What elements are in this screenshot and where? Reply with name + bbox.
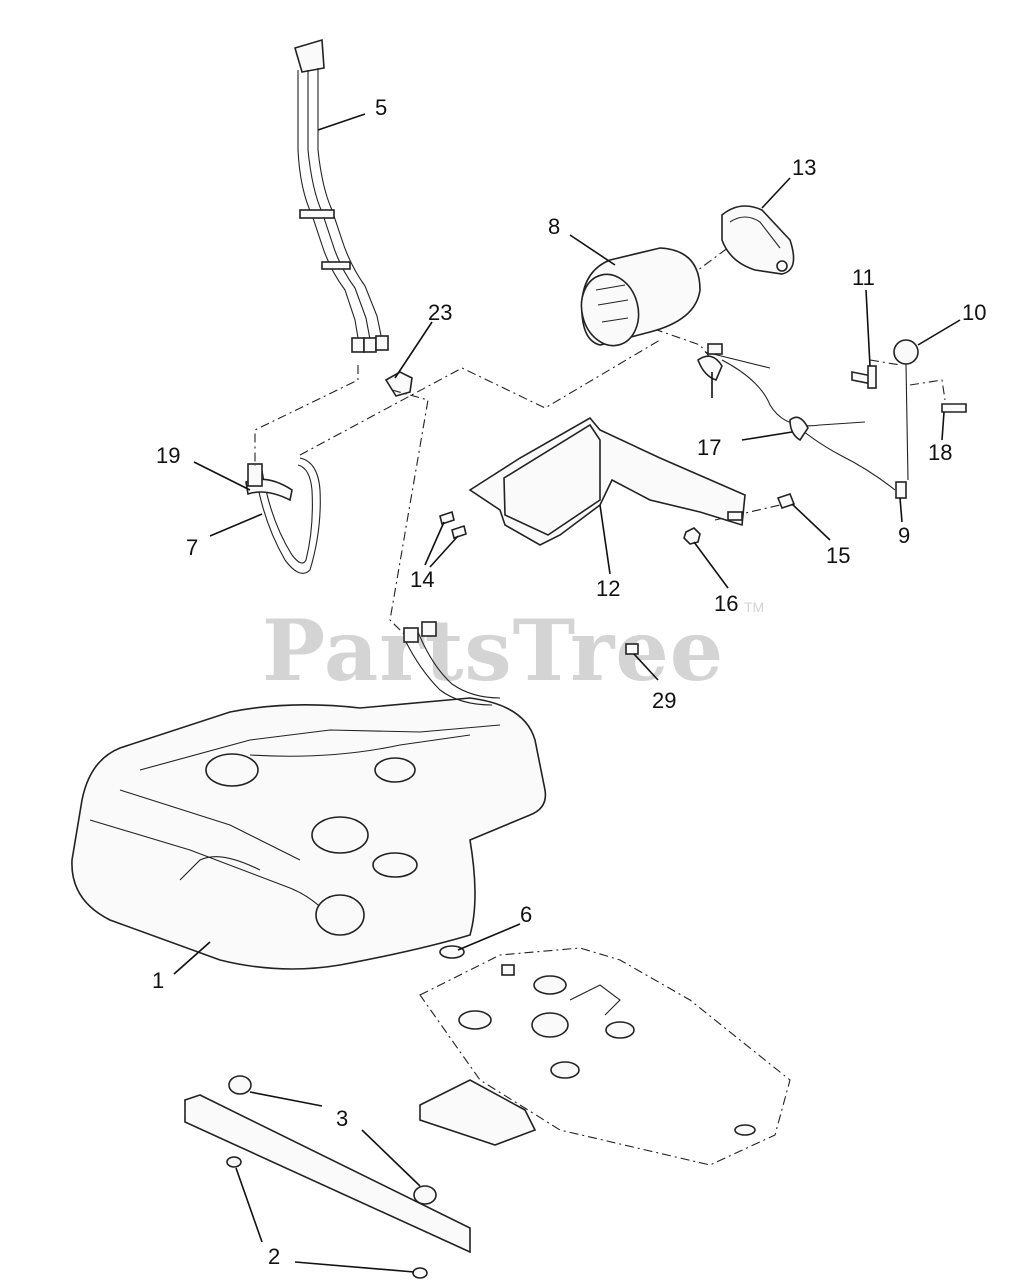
callout-17: 17 [697,435,721,460]
watermark-text: PartsTree [262,601,724,700]
part-1-fuel-tank [71,621,547,970]
part-29-small-part [625,643,639,655]
callout-11: 11 [852,265,875,290]
callout-1: 1 [152,968,164,993]
part-2-nuts [226,1156,428,1279]
part-12-bracket [468,416,746,546]
part-10-cap [893,339,919,481]
callout-5: 5 [375,95,387,120]
part-6-clamp [439,945,465,959]
callout-9: 9 [898,523,910,548]
part-7-hose [254,457,321,574]
leader-lines [173,113,961,1273]
callout-16: 16 [714,591,738,616]
callout-10: 10 [962,300,986,325]
callout-2: 2 [268,1244,280,1269]
callout-15: 15 [826,543,850,568]
part-9-fitting [895,481,907,499]
callout-labels: 5 23 19 7 8 13 11 10 18 9 17 14 12 15 16… [152,95,986,1269]
part-8-canister [580,247,701,347]
callout-23: 23 [428,300,452,325]
callout-7: 7 [186,535,198,560]
part-13-strap [721,205,795,275]
callout-3: 3 [336,1106,348,1131]
part-17-hose [697,343,896,491]
part-11-fitting [851,365,877,389]
part-19-clamp [245,463,293,502]
callout-12: 12 [596,576,620,601]
callout-14: 14 [410,567,434,592]
callout-6: 6 [520,902,532,927]
mounting-strip [184,1094,471,1254]
part-5-fuel-lines [294,38,389,353]
callout-18: 18 [928,440,952,465]
mounting-plate [419,947,791,1166]
part-3-bumpers [228,1075,437,1205]
part-16-nut [683,527,701,545]
callout-13: 13 [792,155,816,180]
callout-29: 29 [652,688,676,713]
watermark-trademark: TM [744,599,764,615]
part-14-screws [439,510,467,540]
part-15-bolt [776,493,796,509]
callout-8: 8 [548,214,560,239]
callout-19: 19 [156,443,180,468]
part-18-fitting [941,403,967,413]
